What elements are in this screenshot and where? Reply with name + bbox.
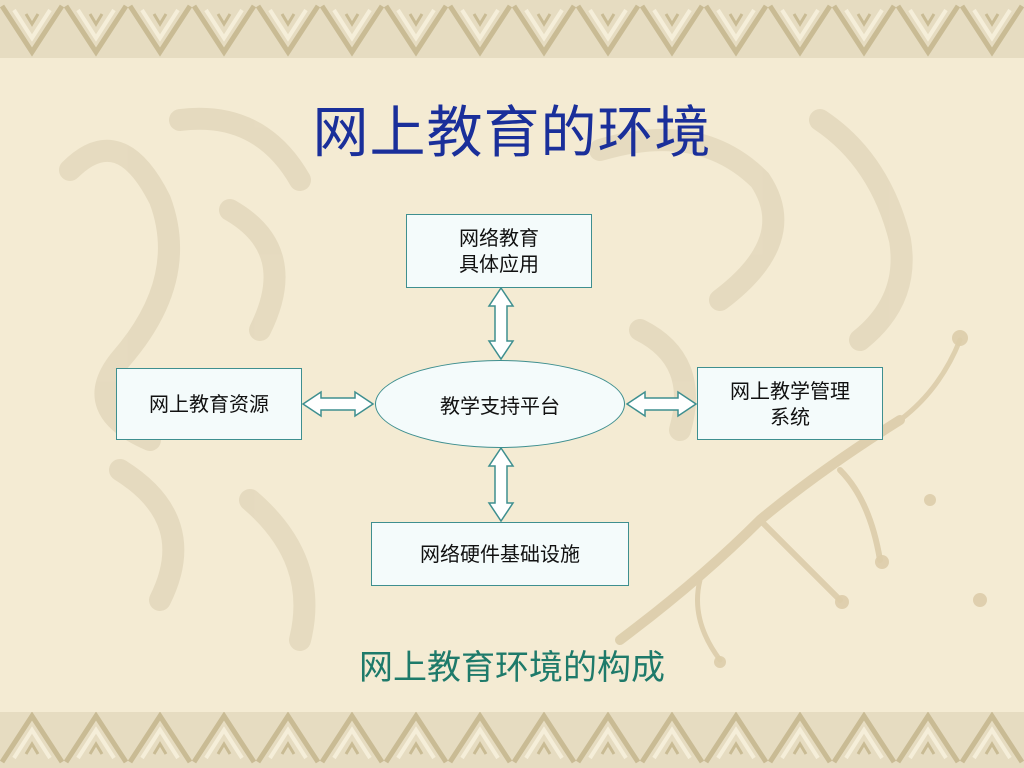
node-top-network-education-application: 网络教育 具体应用	[406, 214, 592, 288]
node-left-label: 网上教育资源	[149, 392, 269, 416]
top-decorative-border	[0, 0, 1024, 58]
node-top-line-1: 网络教育	[459, 226, 539, 250]
node-center-label: 教学支持平台	[440, 393, 560, 418]
node-right-line-2: 系统	[770, 404, 810, 429]
node-left-education-resources: 网上教育资源	[116, 368, 302, 440]
node-center-teaching-support-platform: 教学支持平台	[375, 360, 625, 448]
node-top-line-2: 具体应用	[459, 252, 539, 276]
arrow-left-double	[301, 390, 375, 418]
node-bottom-label: 网络硬件基础设施	[420, 542, 580, 566]
node-right-line-1: 网上教学管理	[730, 378, 850, 403]
node-bottom-network-hardware-infrastructure: 网络硬件基础设施	[371, 522, 629, 586]
slide-title: 网上教育的环境	[312, 101, 712, 166]
arrow-bottom-double	[487, 446, 515, 523]
arrow-top-double	[487, 286, 515, 361]
bottom-decorative-border	[0, 712, 1024, 768]
diagram-caption: 网上教育环境的构成	[359, 648, 665, 688]
arrow-right-double	[625, 390, 698, 418]
node-right-teaching-management-system: 网上教学管理 系统	[697, 367, 883, 440]
